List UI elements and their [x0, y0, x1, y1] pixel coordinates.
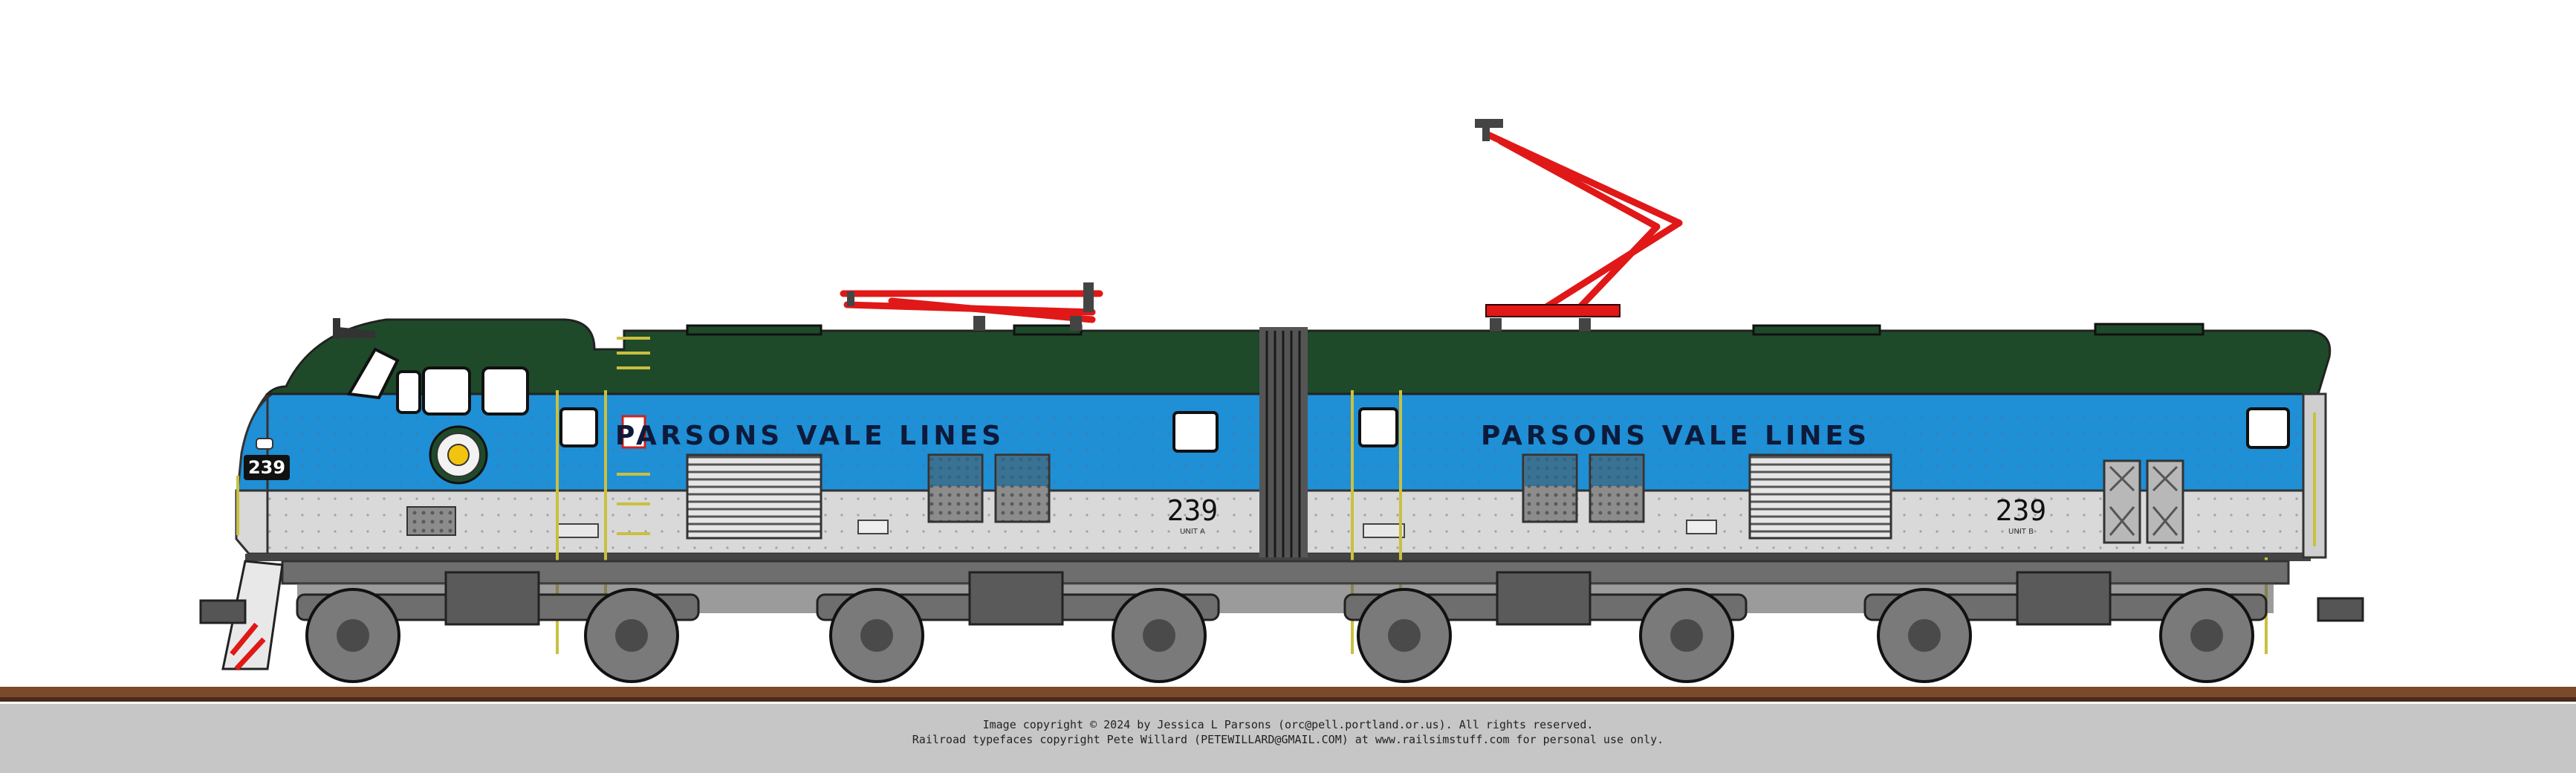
access-door-1 [2103, 459, 2141, 544]
nose-vent-icon [406, 506, 456, 536]
side-window-2 [1172, 411, 1219, 453]
number-board [244, 455, 290, 480]
access-door-2 [2146, 459, 2184, 544]
side-window-1 [559, 407, 598, 447]
road-name-unit-a: PARSONS VALE LINES [615, 421, 1005, 451]
cab-window-2 [481, 366, 529, 415]
roof-hatch-4 [2094, 323, 2204, 336]
horn-icon [338, 327, 375, 338]
credits-line-2: Railroad typefaces copyright Pete Willar… [912, 733, 1664, 746]
pantograph-rear [1482, 130, 1683, 316]
pilot [221, 560, 284, 670]
cab-window-3 [396, 370, 421, 414]
headlight [256, 438, 273, 450]
warning-placard [621, 415, 646, 449]
nose-silver [235, 489, 269, 555]
roof-hatch-3 [1752, 324, 1881, 336]
trucks [281, 560, 2290, 683]
cab: 239 [244, 318, 599, 538]
unit-a-label: UNIT A [1180, 528, 1205, 536]
rear-coupler [2317, 597, 2364, 622]
rail-base [0, 697, 2576, 702]
road-name-unit-b: PARSONS VALE LINES [1481, 421, 1870, 451]
credits-line-1: Image copyright © 2024 by Jessica L Pars… [982, 718, 1594, 731]
pantograph-front [840, 290, 1103, 323]
coupler [199, 599, 247, 624]
side-window-4 [2246, 407, 2290, 449]
side-details [559, 407, 2290, 544]
roof-hatch-1 [686, 324, 823, 336]
ballast [0, 704, 2576, 773]
louver-2 [1748, 453, 1892, 540]
unit-b-label: UNIT B [2008, 528, 2034, 536]
rail [0, 687, 2576, 699]
unit-a-number: 239 [1167, 494, 1219, 527]
windshield [346, 347, 400, 400]
cab-window-1 [422, 366, 471, 415]
louver-1 [686, 453, 823, 540]
number-board-text: 239 [248, 457, 285, 478]
side-window-3 [1358, 407, 1398, 447]
underframe [281, 560, 2290, 585]
copyright-credits: Image copyright © 2024 by Jessica L Pars… [0, 717, 2576, 747]
unit-b-number: 239 [1996, 494, 2047, 527]
